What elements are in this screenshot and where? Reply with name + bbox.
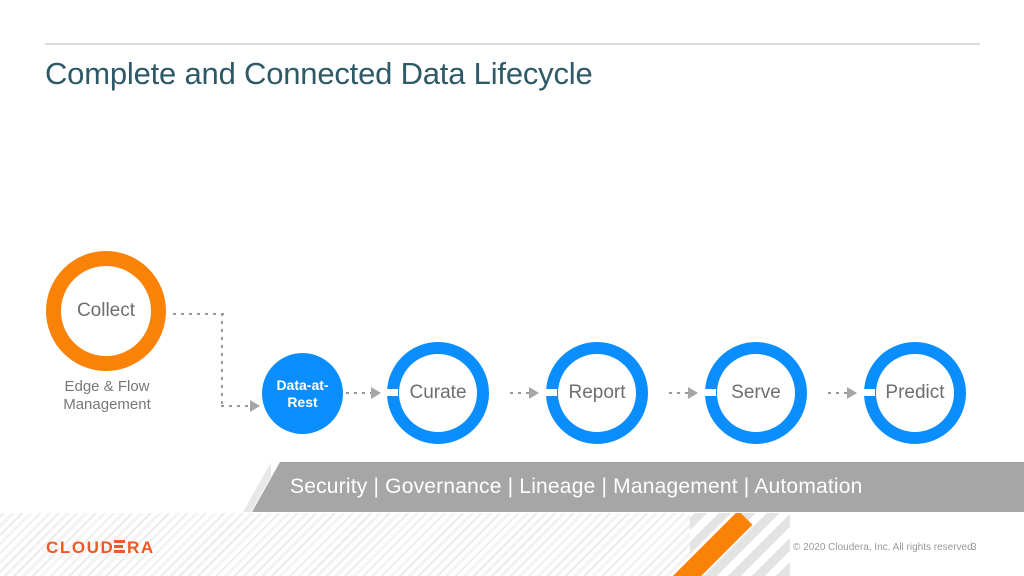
lifecycle-stage-data-at-rest[interactable]: Data-at- Rest bbox=[262, 353, 343, 434]
ring-notch-predict-left bbox=[860, 389, 875, 396]
cloudera-logo-e-glyph bbox=[114, 540, 126, 553]
lifecycle-stage-predict[interactable]: Predict bbox=[864, 342, 966, 444]
arrowhead-to-data-at-rest bbox=[250, 400, 260, 412]
connector-curate-report bbox=[494, 392, 530, 394]
page-title: Complete and Connected Data Lifecycle bbox=[45, 56, 593, 91]
connector-collect-elbow-vertical bbox=[221, 313, 223, 407]
data-at-rest-line1: Data-at- bbox=[276, 376, 329, 393]
lifecycle-stage-collect-label: Collect bbox=[76, 300, 136, 321]
ring-notch-curate-right bbox=[492, 389, 507, 396]
footer-page-number: 3 bbox=[971, 542, 977, 553]
lifecycle-stage-collect[interactable]: Collect bbox=[46, 251, 166, 371]
ring-notch-serve-left bbox=[701, 389, 716, 396]
lifecycle-stage-serve-label: Serve bbox=[731, 382, 781, 403]
footer-copyright: © 2020 Cloudera, Inc. All rights reserve… bbox=[793, 542, 976, 553]
capability-bar-text: Security | Governance | Lineage | Manage… bbox=[290, 475, 863, 498]
arrowhead-to-curate bbox=[371, 387, 381, 399]
lifecycle-stage-curate[interactable]: Curate bbox=[387, 342, 489, 444]
collect-caption-line2: Management bbox=[63, 396, 151, 413]
collect-caption: Edge & Flow Management bbox=[36, 378, 178, 414]
ring-notch-report-right bbox=[651, 389, 666, 396]
cloudera-logo-part2: RA bbox=[127, 538, 155, 557]
connector-collect-elbow-bottom bbox=[221, 405, 252, 407]
connector-serve-predict bbox=[812, 392, 848, 394]
footer-plain-area bbox=[790, 513, 1024, 576]
lifecycle-stage-data-at-rest-label: Data-at- Rest bbox=[276, 377, 328, 411]
arrowhead-to-report bbox=[529, 387, 539, 399]
ring-notch-serve-right bbox=[810, 389, 825, 396]
connector-datarest-curate bbox=[346, 392, 372, 394]
capability-bar bbox=[252, 462, 1024, 512]
cloudera-logo: CLOUD RA bbox=[46, 538, 155, 558]
lifecycle-stage-report[interactable]: Report bbox=[546, 342, 648, 444]
ring-notch-report-left bbox=[542, 389, 557, 396]
title-divider bbox=[45, 43, 980, 45]
collect-caption-line1: Edge & Flow bbox=[64, 378, 150, 395]
arrowhead-to-serve bbox=[688, 387, 698, 399]
connector-report-serve bbox=[653, 392, 689, 394]
data-at-rest-line2: Rest bbox=[287, 393, 318, 410]
connector-collect-elbow-top bbox=[173, 313, 225, 315]
lifecycle-stage-curate-label: Curate bbox=[409, 382, 467, 403]
arrowhead-to-predict bbox=[847, 387, 857, 399]
lifecycle-stage-report-label: Report bbox=[568, 382, 626, 403]
lifecycle-stage-predict-label: Predict bbox=[885, 382, 945, 403]
cloudera-logo-part1: CLOUD bbox=[46, 538, 115, 557]
ring-notch-curate-left bbox=[383, 389, 398, 396]
lifecycle-stage-serve[interactable]: Serve bbox=[705, 342, 807, 444]
footer-stripes bbox=[0, 513, 1024, 576]
